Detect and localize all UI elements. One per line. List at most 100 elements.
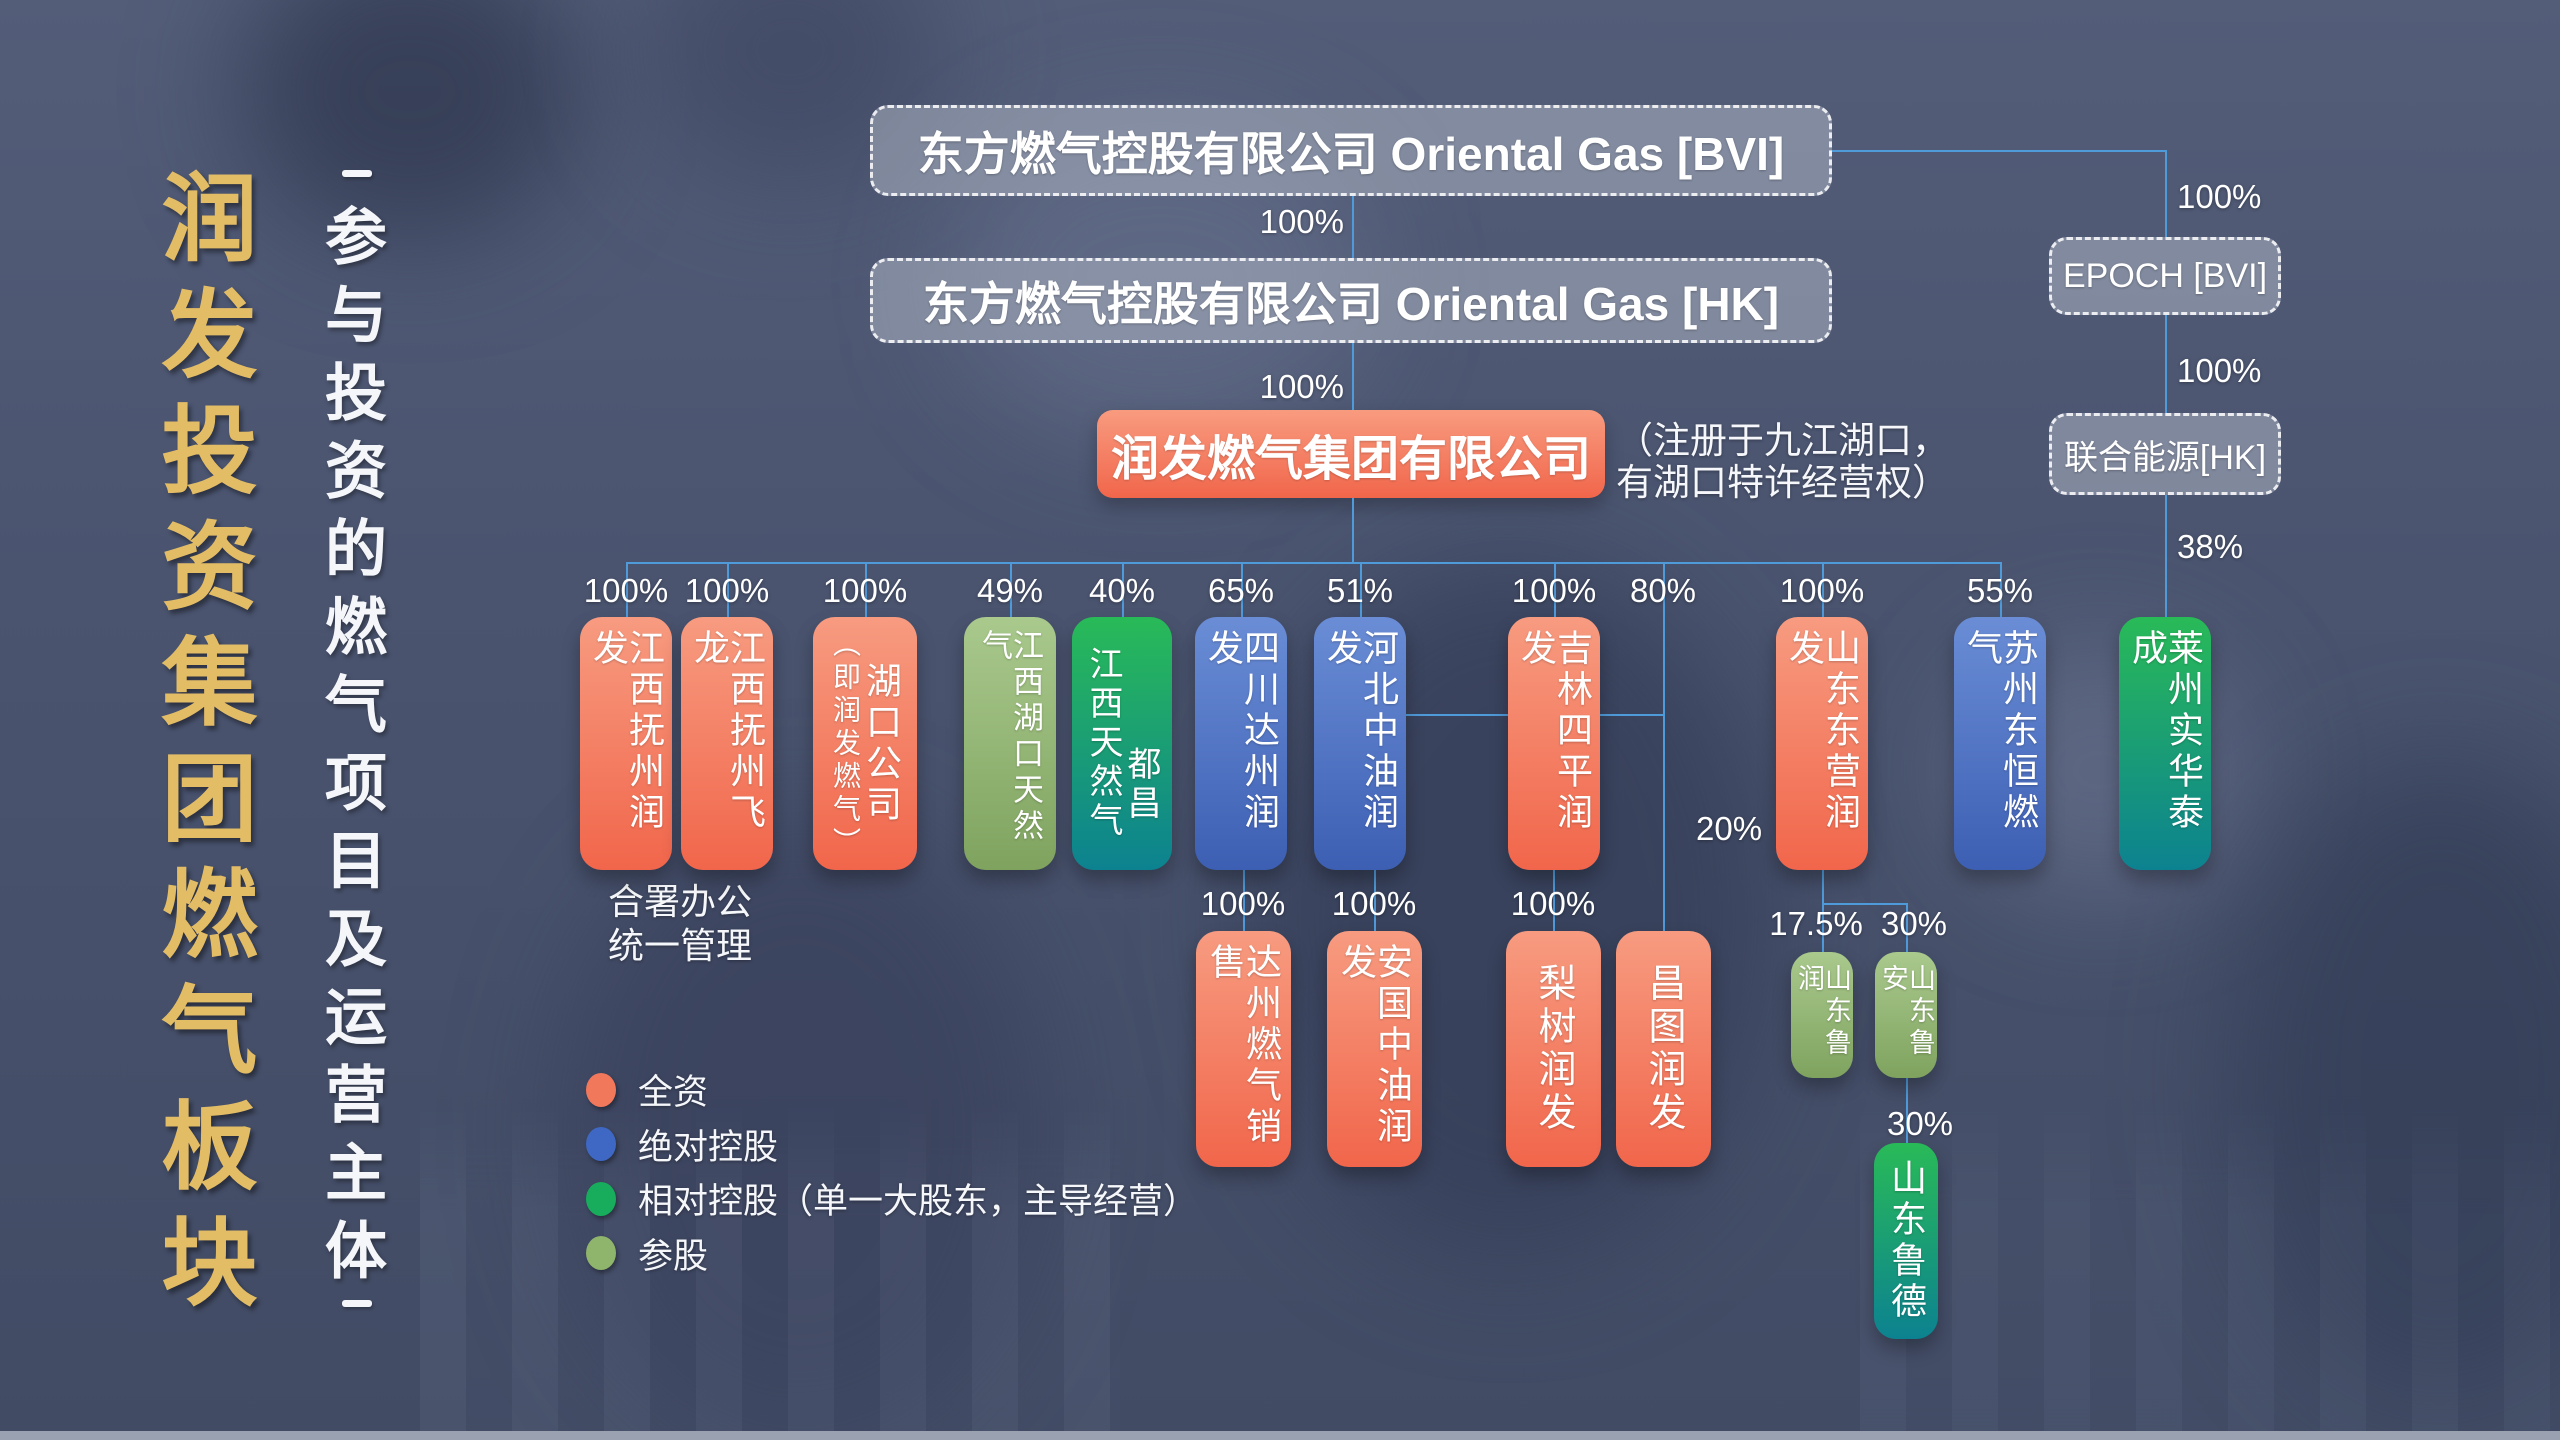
pct-bvi-to-hk: 100%	[1259, 203, 1344, 240]
pct-jiangxi-hukou-natural-gas: 49%	[976, 572, 1044, 609]
pct-jiangxi-fuzhou-runfa: 100%	[583, 572, 669, 609]
pct-dazhou-gas-sales: 100%	[1200, 885, 1286, 922]
org-box-jiangxi-natural-gas-duchang-text: 都昌	[1122, 746, 1160, 824]
pct-epoch-to-united: 100%	[2177, 352, 2262, 389]
pct-united-to-laizhou: 38%	[2177, 528, 2244, 565]
org-box-jilin-siping-runfa-text: 吉林四平润发	[1516, 629, 1593, 834]
line-drop-jiangxi-fuzhou-feilong	[727, 562, 729, 617]
org-box-jiangxi-fuzhou-runfa: 江西抚州润发	[580, 617, 672, 870]
org-box-suzhou-dongheng-gas: 苏州东恒燃气	[1954, 617, 2046, 870]
pct-jilin-siping-runfa: 100%	[1511, 572, 1597, 609]
line-luan-to-lude	[1906, 1078, 1908, 1143]
org-box-sichuan-dazhou-runfa-text: 四川达州润发	[1203, 629, 1280, 834]
org-box-hukou-company-text: （即润发燃气）	[830, 629, 861, 860]
pct-jiangxi-fuzhou-feilong: 100%	[684, 572, 770, 609]
org-box-jiangxi-fuzhou-runfa-text: 江西抚州润发	[588, 629, 665, 834]
pct-hukou-company: 100%	[822, 572, 908, 609]
box-epoch-bvi-label: EPOCH [BVI]	[2062, 256, 2268, 295]
pct-shandong-lude: 30%	[1886, 1105, 1954, 1142]
org-box-shandong-lude: 山东鲁德	[1874, 1143, 1938, 1339]
legend-dot-3	[586, 1181, 616, 1216]
pct-bvi-to-epoch: 100%	[2177, 178, 2262, 215]
org-box-shandong-lude-text: 山东鲁德	[1886, 1159, 1927, 1323]
line-drop-anguo-zhongyou-runfa	[1374, 870, 1376, 931]
line-united-to-laizhou	[2165, 495, 2167, 617]
pct-sichuan-dazhou-runfa: 65%	[1207, 572, 1275, 609]
pct-shandong-luan: 30%	[1880, 905, 1948, 942]
line-hk-to-group	[1352, 343, 1354, 410]
box-runfa-gas-group-label: 润发燃气集团有限公司	[1110, 433, 1591, 486]
org-box-anguo-zhongyou-runfa: 安国中油润发	[1326, 931, 1422, 1167]
org-box-jiangxi-natural-gas-duchang: 江西天然气都昌	[1072, 617, 1172, 870]
pct-hebei-zhongyou-runfa: 51%	[1326, 572, 1394, 609]
org-box-hebei-zhongyou-runfa: 河北中油润发	[1314, 617, 1406, 870]
line-drop-lishu-runfa	[1553, 870, 1555, 931]
org-box-changtu-runfa-text: 昌图润发	[1642, 963, 1684, 1135]
page-subtitle: 参与投资的燃气项目及运营主体	[315, 204, 384, 1296]
legend-dot-1	[586, 1072, 616, 1107]
org-box-jiangxi-fuzhou-feilong-text: 江西抚州飞龙	[689, 629, 766, 834]
box-united-energy-hk: 联合能源[HK]	[2049, 413, 2281, 495]
bg-buildings-right	[1860, 1101, 2560, 1431]
box-united-energy-hk-label: 联合能源[HK]	[2063, 438, 2267, 477]
legend-item-4: 参股	[586, 1228, 708, 1279]
org-box-dazhou-gas-sales: 达州燃气销售	[1195, 931, 1291, 1167]
line-bvi-to-epoch-h	[1832, 150, 2165, 152]
org-box-shandong-dongying-runfa: 山东东营润发	[1776, 617, 1868, 870]
box-oriental-gas-hk-label: 东方燃气控股有限公司 Oriental Gas [HK]	[922, 277, 1780, 330]
pct-changtu-runfa: 80%	[1629, 572, 1697, 609]
pct-jiangxi-natural-gas-duchang: 40%	[1088, 572, 1156, 609]
line-drop-shandong-dongying-runfa	[1822, 562, 1824, 617]
pct-anguo-zhongyou-runfa: 100%	[1331, 885, 1417, 922]
line-dongying-split	[1822, 903, 1906, 905]
line-split-to-luan	[1906, 903, 1908, 952]
legend-item-3: 相对控股（单一大股东，主导经营）	[586, 1173, 1198, 1224]
line-drop-suzhou-dongheng-gas	[2000, 562, 2002, 617]
subtitle-dash-top	[342, 170, 372, 177]
box-epoch-bvi: EPOCH [BVI]	[2049, 237, 2281, 315]
pct-hebei-to-changtu: 20%	[1696, 810, 1763, 847]
legend-label-3: 相对控股（单一大股东，主导经营）	[638, 1182, 1199, 1221]
org-box-jilin-siping-runfa: 吉林四平润发	[1508, 617, 1600, 870]
box-runfa-gas-group: 润发燃气集团有限公司	[1097, 410, 1605, 498]
line-drop-hebei-zhongyou-runfa	[1360, 562, 1362, 617]
org-box-hukou-company-text: 湖口公司	[861, 661, 902, 826]
org-box-suzhou-dongheng-gas-text: 苏州东恒燃气	[1962, 629, 2039, 834]
bg-shape-fist-left	[240, 0, 580, 240]
line-drop-jiangxi-natural-gas-duchang	[1122, 562, 1124, 617]
org-box-jiangxi-hukou-natural-gas-text: 江西湖口天然气	[977, 629, 1043, 845]
co-office-note-line2: 统一管理	[608, 925, 753, 966]
legend-label-4: 参股	[638, 1236, 709, 1276]
line-drop-jilin-siping-runfa	[1554, 562, 1556, 617]
org-box-laizhou-shihua-taicheng: 莱州实华泰成	[2119, 617, 2211, 870]
line-bvi-to-hk	[1352, 196, 1354, 258]
org-box-lishu-runfa-text: 梨树润发	[1532, 963, 1574, 1135]
org-box-shandong-luan: 山东鲁安	[1875, 952, 1937, 1078]
org-box-lishu-runfa: 梨树润发	[1505, 931, 1601, 1167]
subtitle-dash-bottom	[342, 1300, 372, 1307]
co-office-note-line1: 合署办公	[608, 881, 753, 922]
pct-shandong-lurun: 17.5%	[1769, 905, 1863, 942]
line-drop-changtu-runfa	[1663, 562, 1665, 931]
legend-dot-2	[586, 1127, 616, 1161]
line-drop-hukou-company	[865, 562, 867, 617]
pct-lishu-runfa: 100%	[1510, 885, 1596, 922]
legend-item-2: 绝对控股	[586, 1119, 778, 1170]
org-box-shandong-lurun-text: 山东鲁润	[1794, 964, 1851, 1060]
registration-note-line2: 有湖口特许经营权）	[1616, 462, 1949, 503]
org-box-shandong-dongying-runfa-text: 山东东营润发	[1784, 629, 1861, 834]
line-group-to-trunk	[1352, 498, 1354, 562]
org-box-hukou-company: （即润发燃气）湖口公司	[813, 617, 917, 870]
org-box-anguo-zhongyou-runfa-text: 安国中油润发	[1336, 943, 1413, 1148]
co-office-note: 合署办公 统一管理	[608, 880, 752, 968]
registration-note-line1: （注册于九江湖口，	[1616, 420, 1949, 461]
line-drop-sichuan-dazhou-runfa	[1241, 562, 1243, 617]
pct-suzhou-dongheng-gas: 55%	[1966, 572, 2034, 609]
line-trunk	[626, 562, 2000, 564]
org-box-jiangxi-hukou-natural-gas: 江西湖口天然气	[964, 617, 1056, 870]
line-drop-jiangxi-hukou-natural-gas	[1010, 562, 1012, 617]
org-box-sichuan-dazhou-runfa: 四川达州润发	[1195, 617, 1287, 870]
org-box-laizhou-shihua-taicheng-text: 莱州实华泰成	[2127, 629, 2204, 834]
org-box-dazhou-gas-sales-text: 达州燃气销售	[1205, 943, 1282, 1148]
